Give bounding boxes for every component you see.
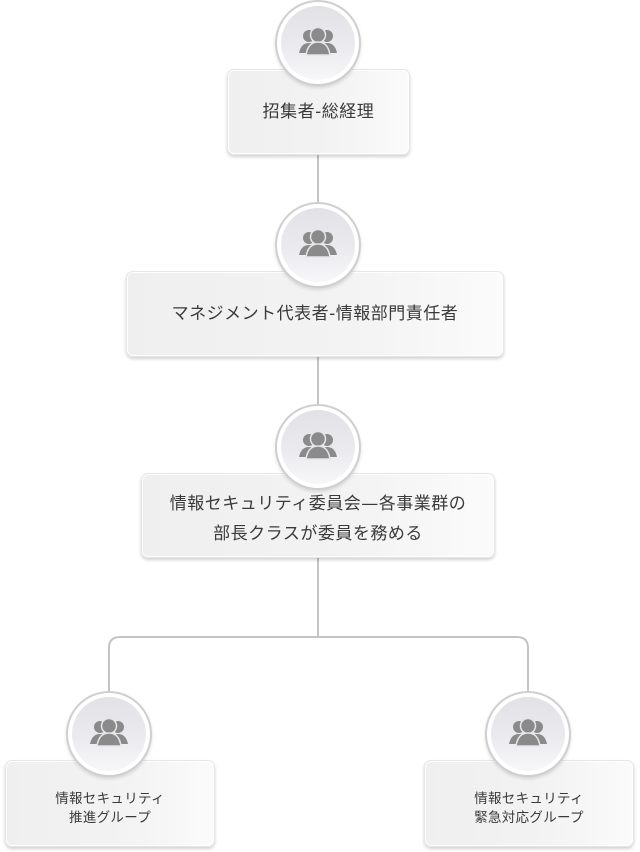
- users-icon: [509, 717, 547, 747]
- node-security-committee-avatar: [275, 404, 361, 490]
- users-icon: [299, 430, 337, 460]
- users-icon: [299, 228, 337, 258]
- edge-committee-promotion: [108, 636, 318, 692]
- node-promotion-group-avatar: [66, 691, 152, 777]
- node-label: 情報セキュリティ 推進グループ: [55, 790, 165, 826]
- users-icon: [90, 717, 128, 747]
- edge-committee-emergency: [318, 636, 529, 692]
- node-label: 情報セキュリティ 緊急対応グループ: [474, 790, 584, 826]
- node-management-rep-avatar: [275, 202, 361, 288]
- node-label: マネジメント代表者-情報部門責任者: [171, 304, 459, 324]
- node-convener-avatar: [275, 0, 361, 86]
- users-icon: [299, 26, 337, 56]
- node-emergency-group-avatar: [485, 691, 571, 777]
- node-label: 招集者-総経理: [262, 102, 375, 122]
- node-label: 情報セキュリティ委員会—各事業群の 部長クラスが委員を務める: [169, 493, 467, 544]
